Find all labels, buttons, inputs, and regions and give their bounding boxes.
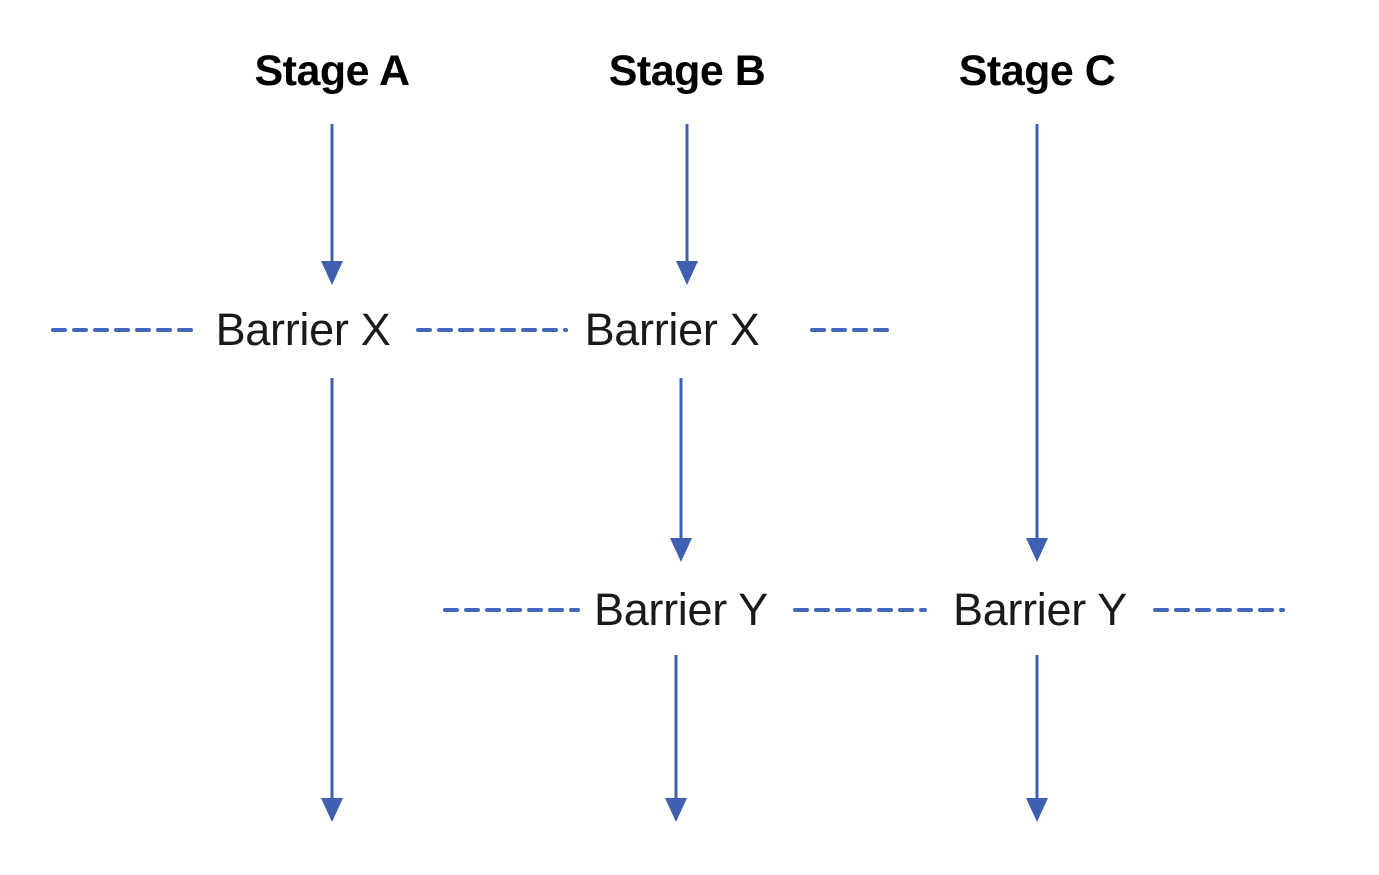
- dashed-connector-layer: [51, 328, 1285, 612]
- arrow-head-icon: [1026, 798, 1048, 822]
- flow-arrow: [321, 378, 343, 822]
- barrier-node-barrier-x-b: Barrier X: [574, 304, 770, 356]
- arrow-head-icon: [321, 261, 343, 285]
- flow-arrow: [676, 124, 698, 285]
- barrier-node-barrier-y-c: Barrier Y: [942, 584, 1138, 636]
- flow-arrow: [670, 378, 692, 562]
- arrow-layer: [321, 124, 1048, 822]
- arrow-head-icon: [321, 798, 343, 822]
- stage-header-stage-b: Stage B: [608, 47, 766, 95]
- barrier-node-barrier-x-a: Barrier X: [205, 304, 401, 356]
- stage-header-stage-c: Stage C: [958, 47, 1116, 95]
- flow-arrow: [1026, 124, 1048, 562]
- flow-arrow: [321, 124, 343, 285]
- barrier-node-barrier-y-b: Barrier Y: [583, 584, 779, 636]
- arrow-head-icon: [676, 261, 698, 285]
- arrow-head-icon: [670, 538, 692, 562]
- flow-arrow: [665, 655, 687, 822]
- arrow-head-icon: [1026, 538, 1048, 562]
- arrow-head-icon: [665, 798, 687, 822]
- stage-header-stage-a: Stage A: [254, 47, 411, 95]
- flow-arrow: [1026, 655, 1048, 822]
